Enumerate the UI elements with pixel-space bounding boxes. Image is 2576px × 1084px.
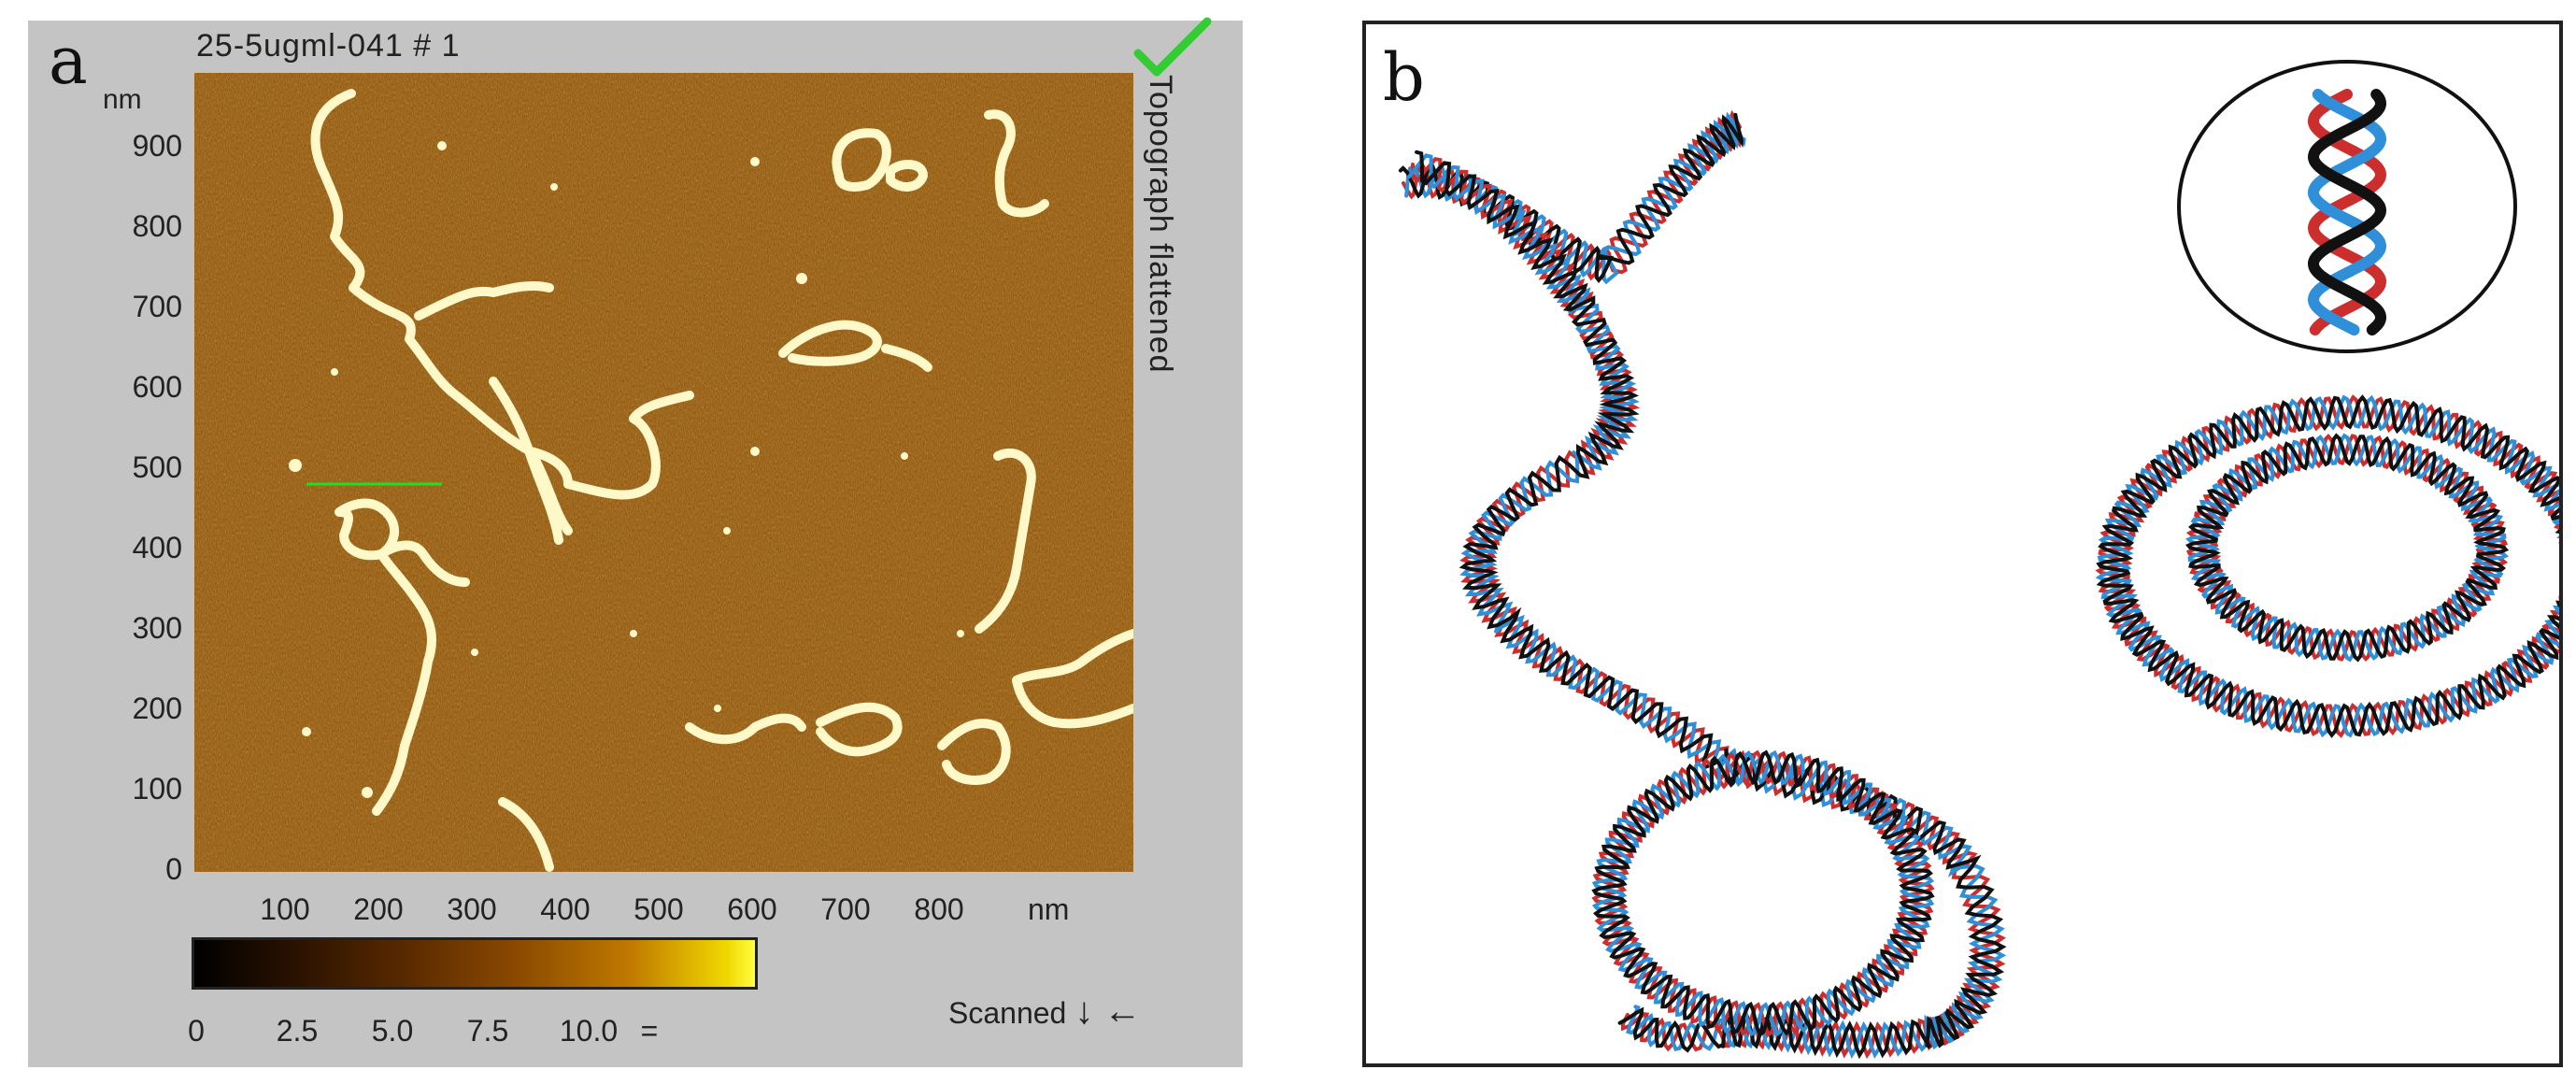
y-tick-label: 900 — [132, 129, 182, 163]
y-tick-label: 300 — [132, 611, 182, 645]
y-tick-label: 800 — [132, 209, 182, 243]
y-tick-label: 700 — [132, 290, 182, 323]
dna-strand — [1591, 749, 1935, 1037]
linear-dna-helix — [1398, 109, 2007, 1060]
x-axis-unit: nm — [1028, 892, 1070, 926]
dna-strand — [2185, 433, 2509, 663]
x-tick-label: 700 — [820, 892, 871, 926]
colorbar-tick-label: 7.5 — [466, 1014, 509, 1048]
dna-strand — [1406, 153, 2007, 1059]
dna-strand — [2307, 89, 2387, 335]
dna-strand — [1591, 749, 1935, 1037]
colorbar-tick-label: 0 — [188, 1014, 205, 1048]
dna-strand — [2185, 433, 2510, 663]
y-tick-label: 500 — [132, 450, 182, 484]
dna-molecules — [310, 89, 1133, 872]
double-helix-icon — [2307, 89, 2387, 335]
dna-illustration — [1398, 60, 2559, 1060]
y-tick-label: 600 — [132, 370, 182, 404]
dna-strand — [2096, 394, 2559, 738]
dna-strand — [1591, 749, 1935, 1037]
panel-letter-a: a — [49, 22, 88, 99]
panel-letter-b: b — [1383, 39, 1425, 116]
dna-strand — [1620, 1012, 1723, 1052]
colorbar-tick-label: 10.0 — [559, 1014, 619, 1048]
dna-strand — [1617, 1006, 1726, 1053]
colorbar-tick-label: 5.0 — [371, 1014, 414, 1048]
y-tick-label: 400 — [132, 531, 182, 564]
y-tick-label: 100 — [132, 772, 182, 806]
x-tick-label: 300 — [447, 892, 497, 926]
colorbar-tick-label: 2.5 — [276, 1014, 319, 1048]
y-tick-label: 200 — [132, 692, 182, 725]
x-tick-label: 400 — [540, 892, 591, 926]
circular-dna-helices — [1591, 394, 2559, 1037]
panel-b: b — [1362, 21, 2563, 1067]
y-axis-unit: nm — [103, 84, 142, 115]
dna-strand — [2095, 394, 2559, 738]
scanned-text: Scanned — [948, 996, 1067, 1030]
x-tick-label: 100 — [260, 892, 310, 926]
channel-label: Topograph flattened — [1143, 75, 1178, 374]
afm-image-title: 25-5ugml-041 # 1 — [196, 28, 461, 64]
dna-strand — [2307, 89, 2387, 335]
afm-topography-image — [194, 73, 1133, 872]
dna-strand — [1626, 1005, 1721, 1052]
x-tick-label: 600 — [727, 892, 777, 926]
panel-a: a 25-5ugml-041 # 1 nm 900 800 700 600 50… — [0, 0, 1252, 1084]
helix-inset — [2177, 60, 2517, 353]
y-tick-label: 0 — [165, 852, 182, 886]
x-tick-label: 200 — [353, 892, 404, 926]
scan-arrows-icon: ↓ ← — [1075, 991, 1142, 1032]
height-colorbar — [192, 937, 758, 990]
colorbar-unit: = — [640, 1014, 659, 1048]
check-icon — [1133, 17, 1212, 77]
afm-particles — [289, 141, 964, 798]
x-tick-label: 800 — [914, 892, 964, 926]
dna-strand — [2095, 394, 2559, 738]
x-tick-label: 500 — [633, 892, 684, 926]
scan-direction-label: Scanned ↓ ← — [948, 991, 1141, 1033]
dna-strand — [2185, 433, 2510, 663]
dna-strand — [1415, 150, 2007, 1060]
